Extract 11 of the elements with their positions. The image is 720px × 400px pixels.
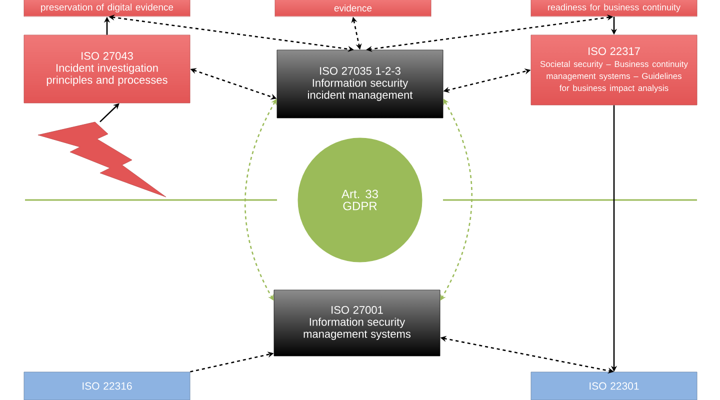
lightning-drawing — [38, 122, 166, 198]
standard-box: ISO 22317 Societal security – Business continuity management systems – Guidelines for business impact analysis — [530, 34, 698, 106]
standard-box: ISO 27035 1-2-3 Information security incident management — [276, 50, 444, 118]
standard-box: readiness for business continuity — [530, 0, 698, 17]
standard-box: ISO 22301 — [530, 372, 698, 400]
standard-box: ISO 22316 — [24, 372, 190, 400]
standard-box: ISO 27001 Information security management systems — [274, 290, 440, 356]
standard-box: evidence — [274, 0, 432, 17]
standard-box: preservation of digital evidence — [24, 0, 190, 17]
standard-box: ISO 27043 Incident investigation principles and processes — [24, 34, 190, 104]
arrow — [100, 103, 120, 122]
